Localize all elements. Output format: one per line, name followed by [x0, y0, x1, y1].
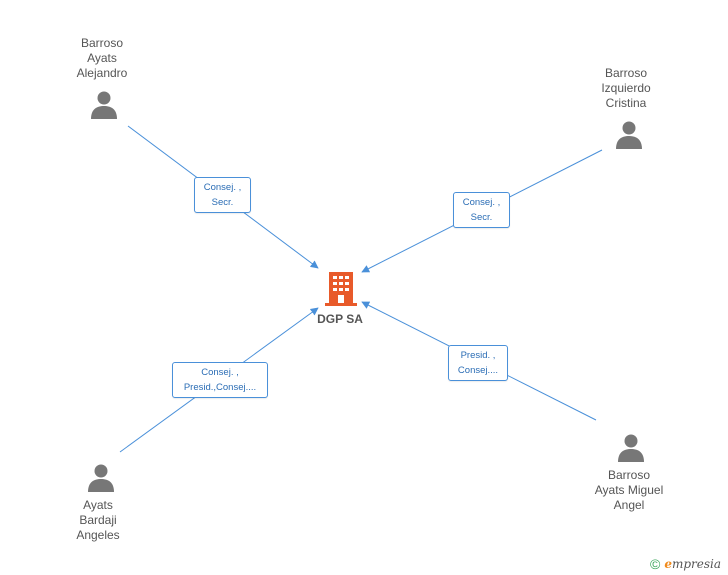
person-name-line: Barroso: [604, 66, 648, 80]
person-name-line: Bardaji: [79, 513, 117, 527]
brand-initial: e: [664, 557, 672, 571]
person-name-line: Angel: [613, 498, 645, 512]
relation-line: Consej. ,: [203, 182, 242, 193]
person-name-p2[interactable]: Barroso Izquierdo Cristina: [566, 66, 686, 111]
person-name-line: Barroso: [607, 468, 651, 482]
brand-rest: mpresia: [671, 557, 722, 571]
person-icon[interactable]: [86, 462, 116, 492]
person-name-p3[interactable]: Ayats Bardaji Angeles: [38, 498, 158, 543]
relation-line: Secr.: [211, 197, 234, 208]
relation-line: Presid. ,: [460, 350, 496, 361]
person-icon[interactable]: [614, 119, 644, 149]
person-name-line: Izquierdo: [601, 81, 651, 95]
relation-label-p3[interactable]: Consej. , Presid.,Consej....: [172, 362, 268, 398]
relation-line: Consej. ,: [462, 197, 501, 208]
person-name-line: Angeles: [76, 528, 120, 542]
relation-label-p1[interactable]: Consej. , Secr.: [194, 177, 251, 213]
person-name-line: Cristina: [605, 96, 647, 110]
person-name-line: Ayats: [87, 51, 117, 65]
person-icon[interactable]: [89, 89, 119, 119]
relation-label-p2[interactable]: Consej. , Secr.: [453, 192, 510, 228]
copyright-icon: ©: [650, 556, 661, 572]
relation-line: Consej....: [457, 365, 499, 376]
relation-label-p4[interactable]: Presid. , Consej....: [448, 345, 508, 381]
person-icon[interactable]: [616, 432, 646, 462]
person-name-line: Ayats Miguel: [594, 483, 664, 497]
brand-logo: © empresia: [650, 555, 721, 573]
person-name-p1[interactable]: Barroso Ayats Alejandro: [42, 36, 162, 81]
relation-line: Secr.: [470, 212, 493, 223]
relation-line: Presid.,Consej....: [183, 382, 257, 393]
person-name-line: Barroso: [80, 36, 124, 50]
person-name-p4[interactable]: Barroso Ayats Miguel Angel: [569, 468, 689, 513]
relation-line: Consej. ,: [201, 367, 239, 378]
brand-name: empresia: [664, 557, 721, 571]
person-name-line: Alejandro: [76, 66, 128, 80]
company-name[interactable]: DGP SA: [317, 312, 363, 326]
building-icon[interactable]: [325, 272, 357, 306]
person-name-line: Ayats: [83, 498, 113, 512]
